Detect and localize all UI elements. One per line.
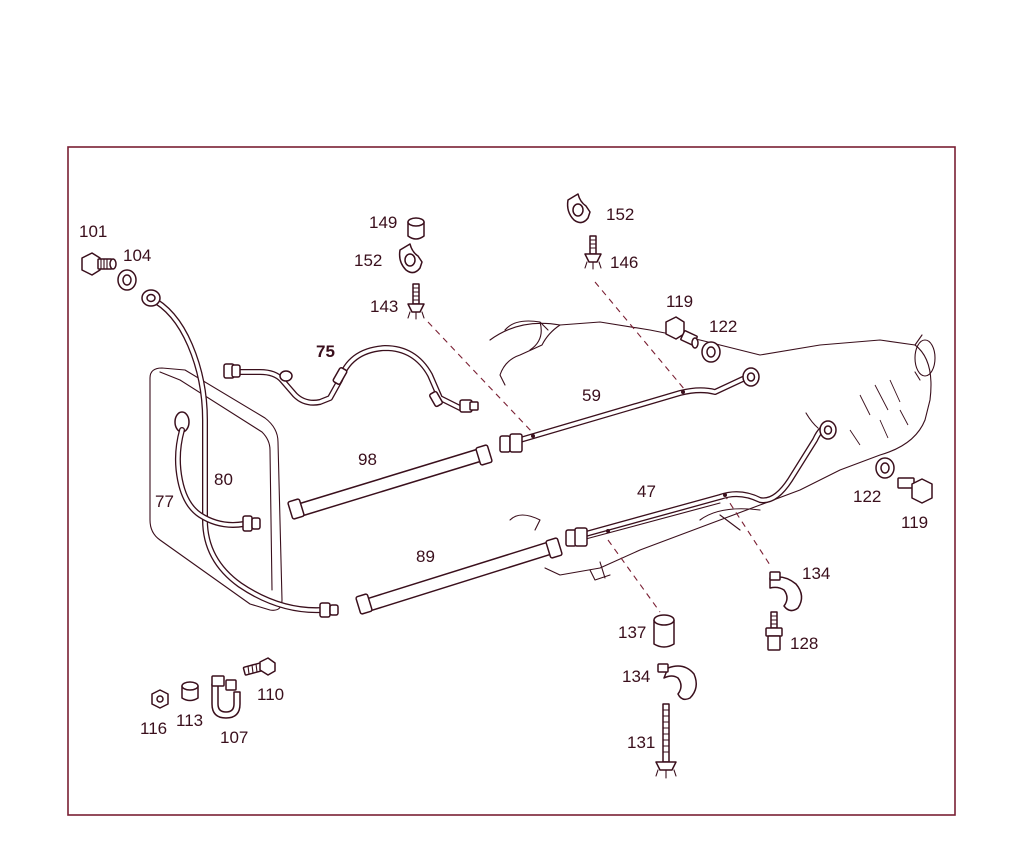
pipe-80 [141, 289, 339, 618]
label-152-right: 152 [606, 205, 634, 224]
diagram-frame [67, 146, 956, 816]
clamp-152-right [566, 193, 591, 224]
banjo-bolt-101 [81, 252, 117, 276]
sealing-washer-122-upper [701, 341, 721, 363]
screw-143 [407, 283, 425, 320]
label-143: 143 [370, 297, 398, 316]
clamp-134-upper [769, 571, 803, 612]
banjo-bolt-119-upper [665, 316, 699, 349]
label-119-lower: 119 [901, 513, 928, 532]
sealing-washer-104 [117, 269, 137, 291]
rubber-bush-137 [653, 614, 675, 648]
label-113: 113 [176, 711, 203, 730]
label-149: 149 [369, 213, 397, 232]
label-59: 59 [582, 386, 601, 405]
label-47: 47 [637, 482, 656, 501]
reservoir-tank [149, 367, 283, 611]
label-131: 131 [627, 733, 655, 752]
pipe-89 [355, 537, 563, 615]
label-137: 137 [618, 623, 646, 642]
pipe-98 [287, 444, 493, 520]
stud-131 [655, 703, 677, 779]
label-119-upper: 119 [666, 292, 693, 311]
transmission-housing [489, 320, 936, 581]
screw-128 [765, 611, 783, 651]
label-104: 104 [123, 246, 151, 265]
label-122-upper: 122 [709, 317, 737, 336]
label-101: 101 [79, 222, 107, 241]
label-134-upper: 134 [802, 564, 830, 583]
label-110: 110 [257, 685, 284, 704]
label-89: 89 [416, 547, 435, 566]
label-152-upper: 152 [354, 251, 382, 270]
pipe-47 [565, 412, 837, 547]
label-116: 116 [140, 719, 167, 738]
label-128: 128 [790, 634, 818, 653]
clamp-152-upper [398, 243, 423, 274]
hose-75 [223, 345, 479, 413]
clamp-107 [211, 675, 241, 719]
label-146: 146 [610, 253, 638, 272]
clamp-134-lower [657, 663, 697, 701]
rubber-bush-149 [407, 217, 425, 240]
spacer-113 [181, 681, 199, 702]
nut-116 [151, 689, 169, 709]
leader-lines [427, 281, 771, 613]
screw-146 [584, 235, 602, 270]
banjo-bolt-119-lower [897, 477, 933, 504]
pipe-77 [174, 427, 261, 532]
label-98: 98 [358, 450, 377, 469]
part-labels: 101 104 75 149 152 143 152 146 119 122 5… [79, 205, 928, 752]
bolt-110 [242, 657, 276, 676]
sealing-washer-122-lower [875, 457, 895, 479]
label-107: 107 [220, 728, 248, 747]
label-75: 75 [316, 342, 335, 361]
label-77: 77 [155, 492, 174, 511]
label-80: 80 [214, 470, 233, 489]
label-122-lower: 122 [853, 487, 881, 506]
pipe-59 [499, 367, 760, 453]
label-134-lower: 134 [622, 667, 650, 686]
